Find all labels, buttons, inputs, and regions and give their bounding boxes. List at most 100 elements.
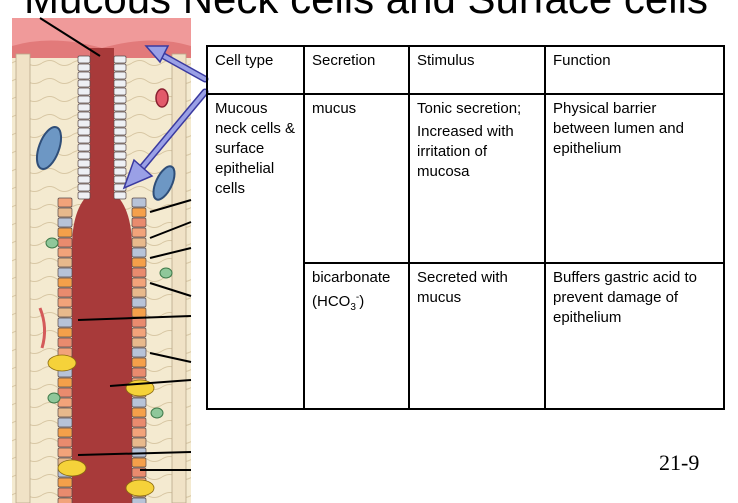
small-vessel <box>38 307 47 349</box>
gland-cell <box>57 397 73 408</box>
cell-left-1 <box>45 237 59 249</box>
header-function: Function <box>544 45 725 95</box>
gland-cell <box>131 227 147 238</box>
surface-cell <box>113 159 127 168</box>
surface-cell <box>77 87 91 96</box>
surface-cell <box>113 135 127 144</box>
stimulus-mucus: Tonic secretion; Increased with irritati… <box>408 93 546 264</box>
bicarbonate-name: bicarbonate <box>312 269 391 286</box>
slide-title: Mucous Neck cells and Surface cells <box>24 0 708 20</box>
surface-cell <box>113 191 127 200</box>
cell-left-2 <box>47 392 61 404</box>
table-row: Mucous neck cells & surface epithelial c… <box>206 93 725 410</box>
surface-cell <box>113 95 127 104</box>
gland-cell <box>131 417 147 428</box>
gland-cell <box>57 287 73 298</box>
gland-cell <box>131 307 147 318</box>
gastric-gland-drawing <box>12 18 191 503</box>
formula-prefix: (HCO <box>312 293 351 310</box>
surface-cell <box>113 111 127 120</box>
gland-cell <box>131 287 147 298</box>
formula-subscript: 3 <box>350 302 356 313</box>
surface-cell <box>77 191 91 200</box>
gland-cell <box>57 257 73 268</box>
gland-cell <box>57 487 73 498</box>
cell-right-2 <box>150 407 164 419</box>
secretion-bicarbonate: bicarbonate (HCO3-) <box>303 262 410 410</box>
surface-cell <box>113 79 127 88</box>
left-epithelial-column <box>15 53 31 503</box>
formula-suffix: ) <box>359 293 365 310</box>
gland-cell <box>57 197 73 208</box>
slide-number: 21-9 <box>659 450 700 475</box>
surface-cell <box>113 71 127 80</box>
gland-cell <box>131 397 147 408</box>
right-epithelial-column <box>171 53 187 503</box>
gland-cell <box>57 387 73 398</box>
gland-cell <box>57 427 73 438</box>
surface-cell <box>77 63 91 72</box>
surface-cell <box>77 143 91 152</box>
cell-right-1 <box>159 267 173 279</box>
gland-cell <box>57 247 73 258</box>
surface-cell <box>113 167 127 176</box>
stimulus-irritation: Increased with irritation of mucosa <box>417 123 514 180</box>
surface-cell <box>77 151 91 160</box>
surface-cell <box>77 183 91 192</box>
gland-cell <box>131 347 147 358</box>
function-bicarbonate: Buffers gastric acid to prevent damage o… <box>544 262 725 410</box>
secretion-mucus: mucus <box>303 93 410 264</box>
surface-cell <box>113 63 127 72</box>
gland-cell <box>131 317 147 328</box>
gland-cell <box>57 267 73 278</box>
gland-cell <box>131 297 147 308</box>
gland-cell <box>57 317 73 328</box>
gland-cell <box>57 437 73 448</box>
gland-cell <box>131 467 147 478</box>
gland-cell <box>131 447 147 458</box>
capillary <box>155 88 169 108</box>
chief-cell-cluster <box>125 379 155 397</box>
gland-cell <box>131 457 147 468</box>
surface-cell <box>77 135 91 144</box>
header-secretion: Secretion <box>303 45 410 95</box>
gland-cell <box>131 217 147 228</box>
gastric-pit-lumen <box>72 48 132 503</box>
surface-cell <box>77 95 91 104</box>
gland-cell <box>57 307 73 318</box>
gland-cell <box>57 217 73 228</box>
bicarbonate-formula: (HCO3-) <box>312 288 401 318</box>
surface-cell <box>113 151 127 160</box>
formula-superscript: - <box>355 292 360 303</box>
gastric-gland-illustration <box>12 18 191 503</box>
surface-cell <box>113 87 127 96</box>
gland-cell <box>131 207 147 218</box>
gland-cell <box>131 367 147 378</box>
gland-cell <box>57 497 73 503</box>
surface-cell <box>77 159 91 168</box>
gland-cell <box>57 207 73 218</box>
gland-cell <box>57 237 73 248</box>
surface-cell <box>77 167 91 176</box>
table-header-row: Cell type Secretion Stimulus Function <box>206 45 725 95</box>
gland-cell <box>131 197 147 208</box>
gland-cell <box>57 447 73 458</box>
surface-cell <box>113 103 127 112</box>
gland-cell <box>131 277 147 288</box>
gland-cell <box>131 247 147 258</box>
gland-cell <box>131 497 147 503</box>
surface-cell <box>113 127 127 136</box>
gland-cell-layer <box>47 55 155 503</box>
stimulus-bicarbonate: Secreted with mucus <box>408 262 546 410</box>
surface-cell <box>77 127 91 136</box>
surface-cell <box>113 55 127 64</box>
surface-cell <box>113 175 127 184</box>
chief-cell-cluster <box>125 479 155 497</box>
gland-cell <box>57 417 73 428</box>
gland-cell <box>131 407 147 418</box>
gland-cell <box>131 427 147 438</box>
gland-cell <box>57 377 73 388</box>
gland-cell <box>57 407 73 418</box>
gland-cell <box>57 477 73 488</box>
cell-secretion-table: Cell type Secretion Stimulus Function Mu… <box>206 45 725 410</box>
